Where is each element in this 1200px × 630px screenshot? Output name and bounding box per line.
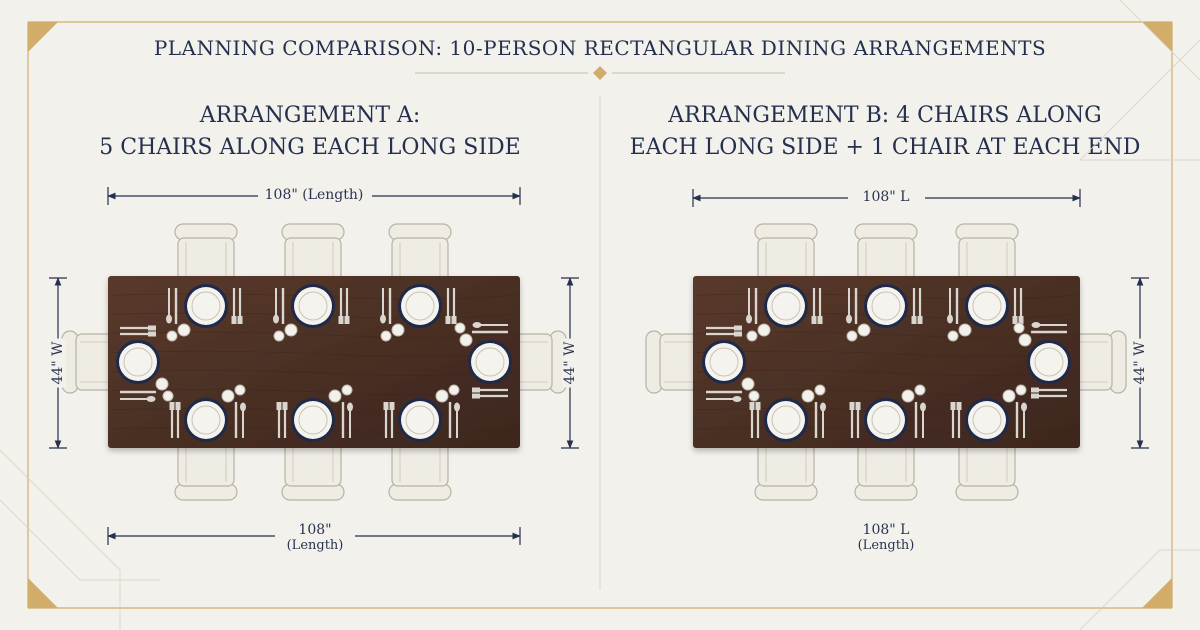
place-setting-b-right bbox=[1013, 322, 1071, 399]
bottom-length-label-b: 108" L (Length) bbox=[836, 522, 936, 553]
place-setting-a-top-2 bbox=[273, 284, 350, 342]
corner-bottom-left bbox=[28, 578, 58, 608]
place-setting-a-left bbox=[116, 325, 174, 402]
corner-bottom-right bbox=[1142, 578, 1172, 608]
page-title: PLANNING COMPARISON: 10-PERSON RECTANGUL… bbox=[153, 36, 1047, 60]
title-divider bbox=[415, 66, 785, 80]
frame-ornament bbox=[27, 21, 1173, 609]
arrangement-b-title: ARRANGEMENT B: 4 CHAIRS ALONG EACH LONG … bbox=[605, 100, 1165, 164]
arrangement-a-title-line2: 5 CHAIRS ALONG EACH LONG SIDE bbox=[99, 135, 521, 160]
place-setting-b-top-1 bbox=[746, 284, 823, 342]
arrangement-b-title-line2: EACH LONG SIDE + 1 CHAIR AT EACH END bbox=[629, 135, 1141, 160]
place-setting-b-left bbox=[702, 325, 760, 402]
table-arrangement-a bbox=[108, 276, 520, 448]
place-setting-a-right bbox=[454, 322, 512, 399]
right-width-label-b: 44" W bbox=[1132, 338, 1148, 388]
bottom-length-label-a: 108" (Length) bbox=[275, 522, 355, 553]
top-length-label-b: 108" L bbox=[862, 189, 910, 205]
corner-top-left bbox=[28, 22, 58, 52]
place-setting-b-top-3 bbox=[947, 284, 1024, 342]
top-length-label-a: 108" (Length) bbox=[264, 187, 364, 203]
divider-diamond bbox=[593, 66, 607, 80]
arrangement-a-title: ARRANGEMENT A: 5 CHAIRS ALONG EACH LONG … bbox=[30, 100, 590, 164]
bottom-length-sub-b: (Length) bbox=[857, 538, 915, 553]
place-setting-b-bottom-1 bbox=[749, 384, 826, 442]
right-width-label-a: 44" W bbox=[562, 338, 578, 388]
place-setting-a-bottom-1 bbox=[169, 384, 246, 442]
place-setting-a-top-1 bbox=[166, 284, 243, 342]
bottom-length-sub-a: (Length) bbox=[286, 538, 344, 553]
place-setting-b-bottom-3 bbox=[950, 384, 1027, 442]
place-setting-a-bottom-3 bbox=[383, 384, 460, 442]
bottom-length-value-a: 108" bbox=[298, 522, 332, 538]
place-setting-a-bottom-2 bbox=[276, 384, 353, 442]
arrangement-b-title-line1: ARRANGEMENT B: 4 CHAIRS ALONG bbox=[668, 103, 1102, 128]
table-arrangement-b bbox=[693, 276, 1080, 448]
bottom-length-value-b: 108" L bbox=[862, 522, 910, 538]
place-setting-b-top-2 bbox=[846, 284, 923, 342]
place-setting-a-top-3 bbox=[380, 284, 457, 342]
left-width-label-a: 44" W bbox=[50, 338, 66, 388]
place-setting-b-bottom-2 bbox=[849, 384, 926, 442]
arrangement-a-title-line1: ARRANGEMENT A: bbox=[199, 103, 421, 128]
